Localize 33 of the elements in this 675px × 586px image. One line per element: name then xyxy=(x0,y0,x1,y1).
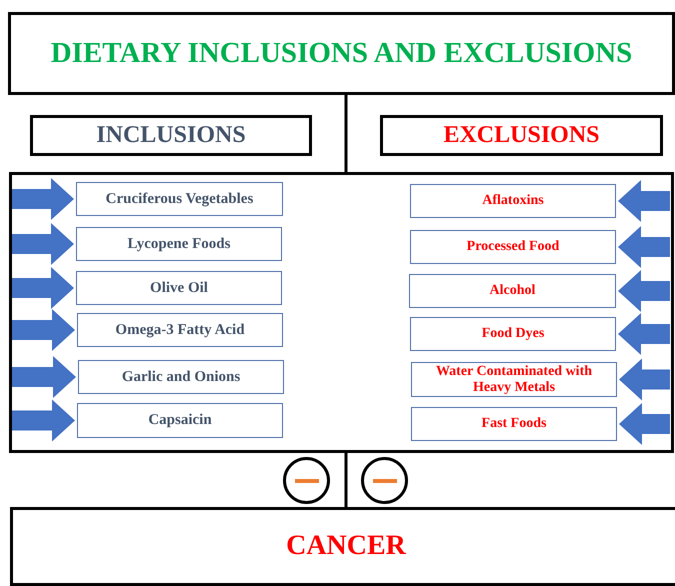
connector-line xyxy=(344,452,348,508)
header-box: EXCLUSIONS xyxy=(380,115,663,156)
item-box: Olive Oil xyxy=(76,271,282,305)
item-box: Omega-3 Fatty Acid xyxy=(77,313,283,347)
header-box: INCLUSIONS xyxy=(30,115,312,156)
block-arrow xyxy=(619,403,670,445)
block-arrow xyxy=(618,180,670,222)
block-arrow xyxy=(12,309,75,351)
block-arrow xyxy=(12,178,74,220)
item-box: Lycopene Foods xyxy=(76,227,282,261)
item-box: Food Dyes xyxy=(410,317,616,351)
block-arrow xyxy=(618,270,670,312)
block-arrow xyxy=(12,267,74,309)
panel-box xyxy=(9,172,674,453)
minus-circle xyxy=(283,457,330,504)
connector-line xyxy=(344,94,348,173)
item-box: Cruciferous Vegetables xyxy=(76,182,283,216)
block-arrow xyxy=(12,400,75,442)
block-arrow xyxy=(619,358,670,400)
item-box: Water Contaminated with Heavy Metals xyxy=(411,362,617,397)
item-box: Alcohol xyxy=(409,274,616,308)
block-arrow xyxy=(618,226,670,268)
block-arrow xyxy=(618,313,670,355)
minus-circle xyxy=(361,457,408,504)
block-arrow xyxy=(12,356,76,398)
block-arrow xyxy=(12,223,74,265)
item-box: Aflatoxins xyxy=(410,184,616,218)
outcome-box: CANCER xyxy=(10,507,675,586)
item-box: Fast Foods xyxy=(411,407,617,441)
title-box: DIETARY INCLUSIONS AND EXCLUSIONS xyxy=(8,12,675,95)
item-box: Garlic and Onions xyxy=(78,360,284,394)
item-box: Capsaicin xyxy=(77,403,283,438)
item-box: Processed Food xyxy=(410,230,616,264)
